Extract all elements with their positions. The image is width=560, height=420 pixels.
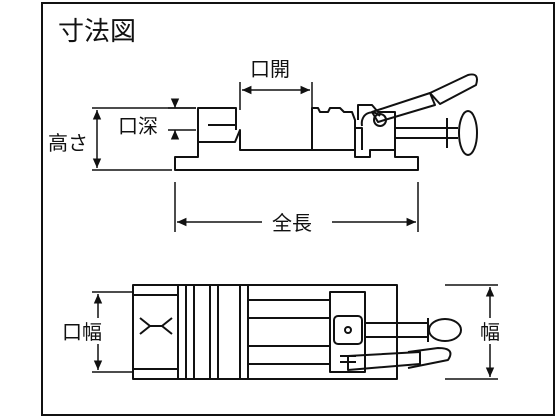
dim-jaw-opening bbox=[239, 82, 313, 110]
label-overall-length: 全長 bbox=[272, 211, 312, 235]
vise-top-view bbox=[132, 284, 462, 380]
diagram-border bbox=[41, 2, 555, 416]
label-height: 高さ bbox=[48, 131, 88, 155]
label-jaw-depth: 口深 bbox=[118, 114, 158, 138]
vise-side-view bbox=[174, 73, 478, 171]
diagram-title: 寸法図 bbox=[58, 17, 136, 47]
dim-jaw-depth bbox=[168, 98, 196, 140]
label-jaw-opening: 口開 bbox=[250, 57, 290, 81]
label-width: 幅 bbox=[480, 320, 500, 344]
dim-height bbox=[92, 107, 196, 171]
label-jaw-width: 口幅 bbox=[62, 320, 102, 344]
